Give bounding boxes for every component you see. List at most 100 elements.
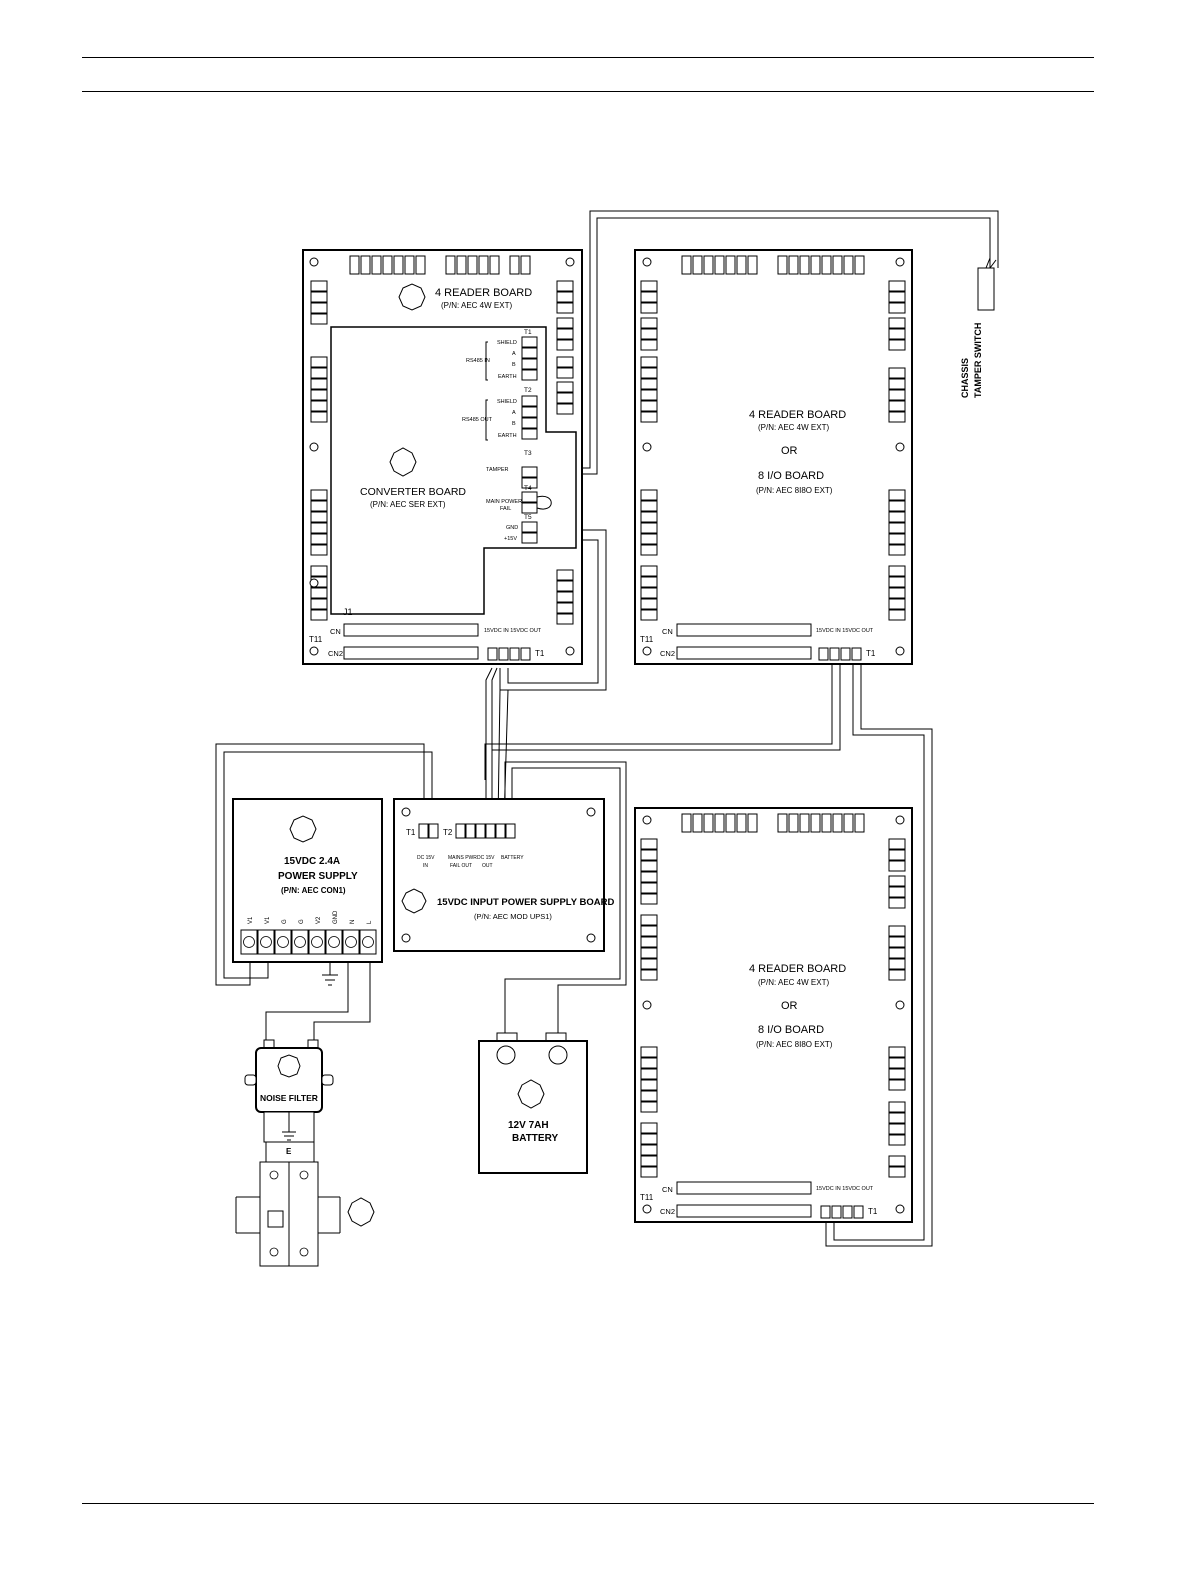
board3-pins: 15VDC IN 15VDC OUT <box>816 1186 874 1192</box>
ups-dc15v-out: DC 15V <box>477 855 495 861</box>
ps-terminal-screw <box>311 936 323 948</box>
ps-terminal-screw <box>362 936 374 948</box>
ups-in: IN <box>423 863 428 869</box>
ps-terminal <box>274 929 292 955</box>
board2-t1: T1 <box>866 649 876 658</box>
converter-title: CONVERTER BOARD <box>360 486 466 498</box>
board2-cn2: CN2 <box>660 649 675 658</box>
board3-pn: (P/N: AEC 4W EXT) <box>758 978 829 987</box>
conv-t1-shield: SHIELD <box>497 340 517 346</box>
conv-gnd: GND <box>506 525 518 531</box>
converter-board: CONVERTER BOARD (P/N: AEC SER EXT) T1 SH… <box>309 326 577 615</box>
header-rule-bottom <box>82 91 1094 92</box>
board3-t1: T1 <box>868 1207 878 1216</box>
conv-t2-earth: EARTH <box>498 433 517 439</box>
board2-cn: CN <box>662 627 673 636</box>
battery: 12V 7AH BATTERY <box>478 1032 588 1174</box>
ps-terminal-label: GND <box>333 910 339 924</box>
ps-terminal <box>325 929 343 955</box>
ps-terminal-label: G <box>282 919 288 924</box>
tamper-line2: TAMPER SWITCH <box>973 323 983 398</box>
board3-cn2: CN2 <box>660 1207 675 1216</box>
converter-pn: (P/N: AEC SER EXT) <box>370 500 446 509</box>
battery-title2: BATTERY <box>512 1133 558 1144</box>
cn-connector <box>343 623 479 637</box>
ps-terminal <box>359 929 377 955</box>
ups-out: OUT <box>482 863 493 869</box>
ps-terminal-screw <box>243 936 255 948</box>
ps-title2: POWER SUPPLY <box>278 871 358 882</box>
ps-terminal <box>240 929 258 955</box>
ups-pn: (P/N: AEC MOD UPS1) <box>474 912 552 921</box>
ps-terminal <box>257 929 275 955</box>
ps-terminal-label: G <box>299 919 305 924</box>
ps-title1: 15VDC 2.4A <box>284 856 340 867</box>
board2-pn: (P/N: AEC 4W EXT) <box>758 423 829 432</box>
conv-rs485-in: RS485 IN <box>466 358 490 364</box>
right-terminal-block <box>556 280 574 625</box>
ups-t1: T1 <box>406 828 416 837</box>
ps-terminal-screw <box>294 936 306 948</box>
board2-t11: T11 <box>640 635 654 644</box>
left-terminal-block <box>310 280 328 621</box>
board2-alt-pn: (P/N: AEC 8I8O EXT) <box>756 486 833 495</box>
ps-terminal-label: V2 <box>316 916 322 924</box>
ps-terminal-label: V1 <box>265 916 271 924</box>
ups-fail-out: FAIL OUT <box>450 863 472 869</box>
board2-pins: 15VDC IN 15VDC OUT <box>816 628 874 634</box>
pins-label: 15VDC IN 15VDC OUT <box>484 628 542 634</box>
ps-terminal <box>342 929 360 955</box>
ps-terminal <box>308 929 326 955</box>
noise-filter: NOISE FILTER E <box>244 1039 334 1162</box>
board3-cn: CN <box>662 1185 673 1194</box>
chassis-tamper-switch: CHASSIS TAMPER SWITCH <box>960 257 997 398</box>
ups-board: T1 T2 DC 15V IN MAINS PWR FAIL OUT DC 15… <box>393 798 615 952</box>
ps-terminal-label: L <box>367 920 373 924</box>
j1-label: J1 <box>343 607 353 617</box>
board3-alt-title: 8 I/O BOARD <box>758 1024 824 1036</box>
ps-terminal-label: V1 <box>248 916 254 924</box>
ps-terminal-screw <box>260 936 272 948</box>
wires <box>215 210 999 1247</box>
ps-terminal-screw <box>328 936 340 948</box>
board2-title: 4 READER BOARD <box>749 409 846 421</box>
conv-t1-label: T1 <box>524 329 532 336</box>
conv-t2-label: T2 <box>524 387 532 394</box>
reader-board-top-pn: (P/N: AEC 4W EXT) <box>441 301 512 310</box>
board2-alt-title: 8 I/O BOARD <box>758 470 824 482</box>
conv-t1-earth: EARTH <box>498 374 517 380</box>
ps-pn: (P/N: AEC CON1) <box>281 886 346 895</box>
ps-terminal-screw <box>345 936 357 948</box>
conv-t1-a: A <box>512 351 516 357</box>
conv-plus15v: +15V <box>504 536 517 542</box>
ups-t2: T2 <box>443 828 453 837</box>
circuit-breaker <box>235 1161 375 1267</box>
t11-label: T11 <box>309 635 323 644</box>
cn-label: CN <box>330 627 341 636</box>
reader-board-3: 4 READER BOARD (P/N: AEC 4W EXT) OR 8 I/… <box>634 807 913 1223</box>
t1-label: T1 <box>535 649 545 658</box>
noise-filter-e: E <box>286 1147 292 1156</box>
ps-terminal-label: N <box>350 920 356 924</box>
conv-rs485-out: RS485 OUT <box>462 417 493 423</box>
ups-battery: BATTERY <box>501 855 524 861</box>
battery-title1: 12V 7AH <box>508 1120 549 1131</box>
board3-alt-pn: (P/N: AEC 8I8O EXT) <box>756 1040 833 1049</box>
conv-t1-b: B <box>512 362 516 368</box>
board3-t11: T11 <box>640 1193 654 1202</box>
ps-terminal-screw <box>277 936 289 948</box>
ups-dc15v: DC 15V <box>417 855 435 861</box>
cn2-connector <box>343 646 479 660</box>
conv-t4-label: T4 <box>524 485 532 492</box>
board3-title: 4 READER BOARD <box>749 963 846 975</box>
conv-fail: FAIL <box>500 506 511 512</box>
power-supply: 15VDC 2.4A POWER SUPPLY (P/N: AEC CON1) … <box>232 798 383 963</box>
conv-t2-b: B <box>512 421 516 427</box>
board2-or: OR <box>781 445 798 457</box>
ups-mains-pwr: MAINS PWR <box>448 855 477 861</box>
conv-t5-label: T5 <box>524 514 532 521</box>
footer-rule <box>82 1503 1094 1504</box>
conv-t2-shield: SHIELD <box>497 399 517 405</box>
conv-tamper: TAMPER <box>486 467 509 473</box>
